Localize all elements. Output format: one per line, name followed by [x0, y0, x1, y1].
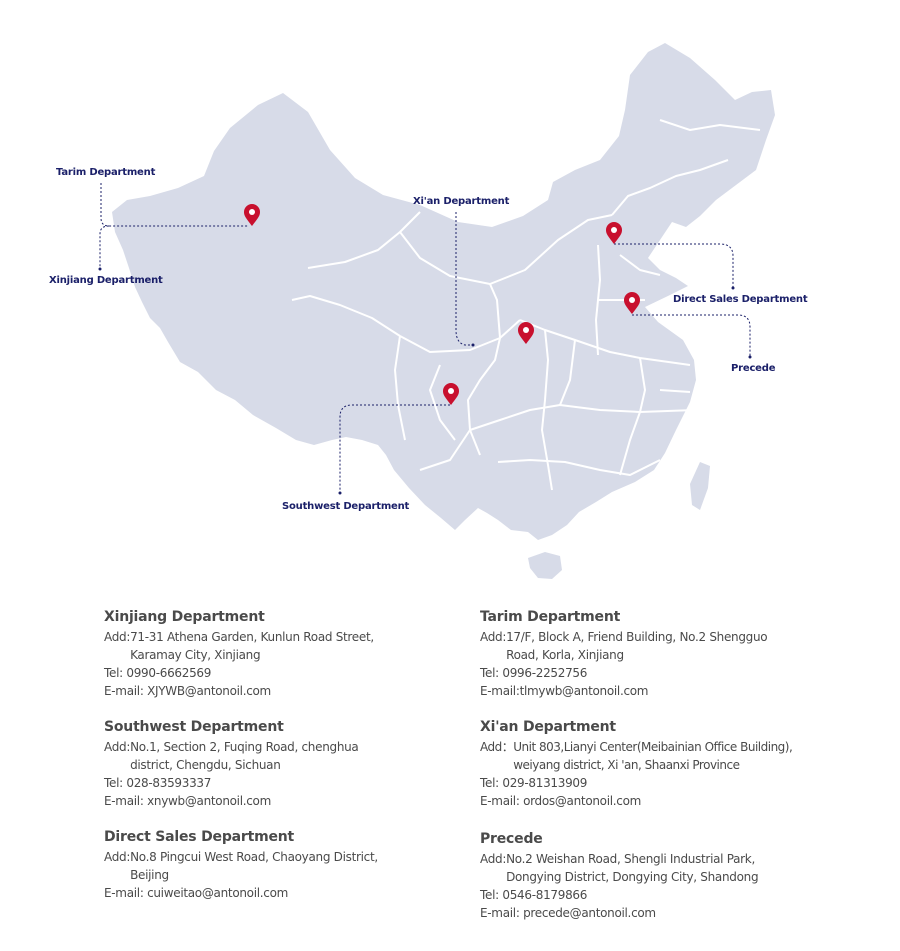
dept-tarim: Tarim Department Add: 17/F, Block A, Fri… — [480, 609, 860, 700]
dept-tel: Tel: 028-83593337 — [104, 776, 212, 790]
map-label-xinjiang: Xinjiang Department — [49, 275, 163, 286]
dept-title: Direct Sales Department — [104, 829, 295, 845]
dept-tel: Tel: 0996-2252756 — [480, 666, 588, 680]
dept-precede: Precede Add: No.2 Weishan Road, Shengli … — [480, 831, 860, 922]
map-label-direct-sales: Direct Sales Department — [673, 294, 808, 305]
dept-title: Precede — [480, 831, 543, 847]
dept-address: Add: 17/F, Block A, Friend Building, No.… — [480, 628, 860, 664]
map-label-xian: Xi'an Department — [413, 196, 510, 207]
address-line-2: Dongying District, Dongying City, Shando… — [506, 870, 759, 884]
dept-direct-sales: Direct Sales Department Add: No.8 Pingcu… — [104, 829, 484, 902]
dept-address: Add: No.1, Section 2, Fuqing Road, cheng… — [104, 738, 484, 774]
address-line-1: 17/F, Block A, Friend Building, No.2 She… — [506, 630, 768, 644]
dept-title: Tarim Department — [480, 609, 621, 625]
chengdu-pin-icon[interactable] — [443, 383, 459, 405]
address-line-1: No.8 Pingcui West Road, Chaoyang Distric… — [130, 850, 378, 864]
address-line-2: Beijing — [130, 868, 169, 882]
address-label: Add: — [480, 630, 507, 644]
dept-email[interactable]: E-mail: XJYWB@antonoil.com — [104, 684, 271, 698]
xinjiang-pin-icon[interactable] — [244, 204, 260, 226]
dept-tel: Tel: 0546-8179866 — [480, 888, 588, 902]
address-label: Add: — [104, 630, 131, 644]
dept-address: Add: No.8 Pingcui West Road, Chaoyang Di… — [104, 848, 484, 884]
shandong-pin-icon[interactable] — [624, 292, 640, 314]
address-line-2: weiyang district, Xi 'an, Shaanxi Provin… — [513, 758, 740, 772]
dept-tel: Tel: 029-81313909 — [480, 776, 588, 790]
dept-address: Add: No.2 Weishan Road, Shengli Industri… — [480, 850, 860, 886]
address-line-2: Karamay City, Xinjiang — [130, 648, 261, 662]
address-line-1: Unit 803,Lianyi Center(Meibainian Office… — [513, 740, 793, 754]
taiwan-island-shape — [690, 462, 710, 510]
map-label-tarim: Tarim Department — [56, 167, 156, 178]
address-line-1: No.1, Section 2, Fuqing Road, chenghua — [130, 740, 359, 754]
dept-tel: Tel: 0990-6662569 — [104, 666, 212, 680]
address-label: Add: — [104, 850, 131, 864]
address-label: Add: — [104, 740, 131, 754]
dept-title: Southwest Department — [104, 719, 284, 735]
address-line-1: No.2 Weishan Road, Shengli Industrial Pa… — [506, 852, 755, 866]
dept-title: Xinjiang Department — [104, 609, 265, 625]
map-label-precede: Precede — [731, 363, 776, 374]
address-line-1: 71-31 Athena Garden, Kunlun Road Street, — [130, 630, 374, 644]
dept-address: Add： Unit 803,Lianyi Center(Meibainian O… — [480, 738, 890, 774]
dept-email[interactable]: E-mail: xnywb@antonoil.com — [104, 794, 271, 808]
dept-email[interactable]: E-mail:tlmywb@antonoil.com — [480, 684, 649, 698]
address-line-2: district, Chengdu, Sichuan — [130, 758, 281, 772]
dept-southwest: Southwest Department Add: No.1, Section … — [104, 719, 484, 810]
dept-email[interactable]: E-mail: ordos@antonoil.com — [480, 794, 642, 808]
dept-xian: Xi'an Department Add： Unit 803,Lianyi Ce… — [480, 719, 890, 810]
beijing-pin-icon[interactable] — [606, 222, 622, 244]
dept-xinjiang: Xinjiang Department Add: 71-31 Athena Ga… — [104, 609, 484, 700]
dept-address: Add: 71-31 Athena Garden, Kunlun Road St… — [104, 628, 484, 664]
dept-title: Xi'an Department — [480, 719, 616, 735]
address-label: Add： — [480, 740, 514, 754]
china-map — [98, 43, 775, 579]
china-mainland-shape — [112, 43, 775, 540]
map-label-southwest: Southwest Department — [282, 501, 410, 512]
address-line-2: Road, Korla, Xinjiang — [506, 648, 624, 662]
hainan-island-shape — [528, 552, 562, 579]
leader-line-ends — [98, 267, 752, 495]
xian-pin-icon[interactable] — [518, 322, 534, 344]
dept-email[interactable]: E-mail: cuiweitao@antonoil.com — [104, 886, 289, 900]
dept-email[interactable]: E-mail: precede@antonoil.com — [480, 906, 656, 920]
leader-lines — [99, 183, 751, 492]
province-borders — [291, 119, 761, 491]
address-label: Add: — [480, 852, 507, 866]
